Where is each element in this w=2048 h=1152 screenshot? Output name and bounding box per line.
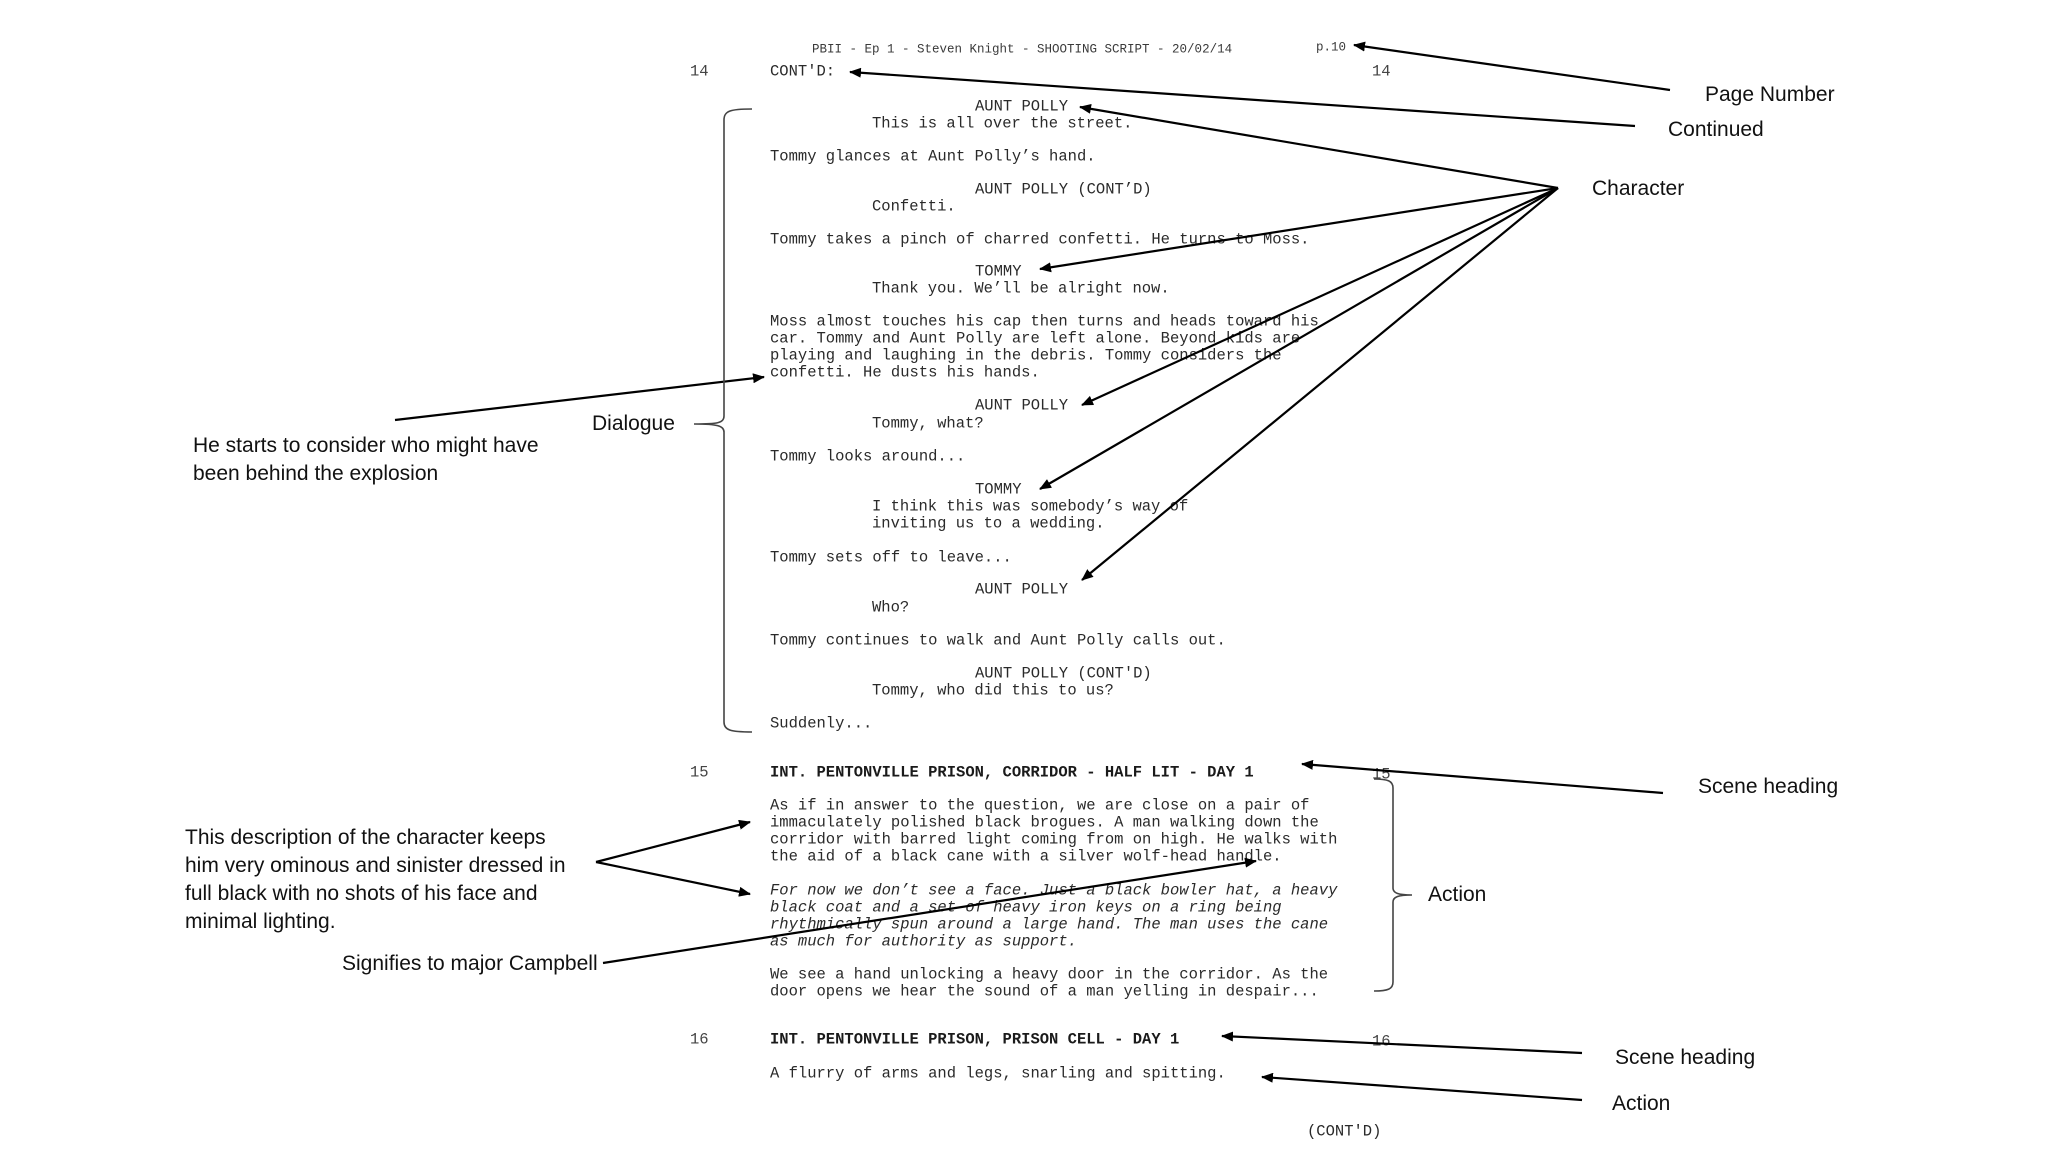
dialogue-line: Tommy, who did this to us? [872,681,1114,700]
character-cue: AUNT POLLY (CONT'D) [975,664,1152,683]
character-arrow [1039,187,1559,490]
action-line: door opens we hear the sound of a man ye… [770,982,1319,1001]
dialogue-line: I think this was somebody’s way of [872,497,1189,516]
action-line-italic: For now we don’t see a face. Just a blac… [770,881,1338,900]
character-arrow [1081,186,1559,407]
action-line: immaculately polished black brogues. A m… [770,813,1319,832]
dialogue-note-arrow [394,373,765,422]
dialogue-bracket [693,108,753,733]
character-arrow [1079,103,1559,190]
scene-heading-arrow [1301,759,1664,795]
scene-heading: INT. PENTONVILLE PRISON, CORRIDOR - HALF… [770,763,1254,782]
signifies-arrow [602,857,1257,965]
action-line: Tommy glances at Aunt Polly’s hand. [770,147,1096,166]
action-line: Tommy continues to walk and Aunt Polly c… [770,631,1226,650]
label-character: Character [1592,177,1685,200]
label-action-2: Action [1612,1092,1671,1115]
label-continued: Continued [1668,118,1764,141]
character-arrow [1081,187,1559,581]
character-cue: AUNT POLLY [975,396,1069,415]
page-number: p.10 [1316,40,1347,55]
note-character-description: This description of the character keeps … [185,826,566,933]
dialogue-line: inviting us to a wedding. [872,514,1105,533]
action-line: Suddenly... [770,714,873,733]
dialogue-line: Thank you. We’ll be alright now. [872,279,1170,298]
action-line: car. Tommy and Aunt Polly are left alone… [770,329,1301,348]
scene-number-right: 16 [1372,1032,1391,1051]
scene-heading: INT. PENTONVILLE PRISON, PRISON CELL - D… [770,1030,1180,1049]
action-line: confetti. He dusts his hands. [770,363,1040,382]
continued-arrow [849,67,1636,128]
action-line: Tommy takes a pinch of charred confetti.… [770,230,1310,249]
label-scene-heading-2: Scene heading [1615,1046,1756,1069]
note-signifies-campbell: Signifies to major Campbell [342,952,598,975]
action-line: corridor with barred light coming from o… [770,830,1338,849]
character-cue: AUNT POLLY (CONT’D) [975,180,1152,199]
script-header: PBII - Ep 1 - Steven Knight - SHOOTING S… [812,42,1233,57]
dialogue-line: Who? [872,598,910,617]
action-2-arrow [1261,1072,1583,1102]
scene-number-left: 15 [690,763,709,782]
label-page-number: Page Number [1705,83,1835,106]
action-line-italic: as much for authority as support. [770,932,1077,951]
description-arrow-upper [595,819,751,864]
action-bracket [1373,778,1413,992]
scene-heading-contd: CONT'D: [770,62,836,81]
footer-contd: (CONT'D) [1307,1122,1382,1141]
dialogue-line: Confetti. [872,197,956,216]
action-line-italic: black coat and a set of heavy iron keys … [770,898,1282,917]
action-line: Tommy sets off to leave... [770,548,1012,567]
scene-number-left: 14 [690,62,709,81]
dialogue-line: This is all over the street. [872,114,1133,133]
scene-heading-2-arrow [1221,1031,1583,1055]
character-cue: TOMMY [975,480,1022,499]
action-line: the aid of a black cane with a silver wo… [770,847,1282,866]
scene-number-right: 14 [1372,62,1391,81]
note-explosion: He starts to consider who might have bee… [193,434,539,485]
action-line: playing and laughing in the debris. Tomm… [770,346,1282,365]
character-cue: AUNT POLLY [975,97,1069,116]
character-cue: TOMMY [975,262,1022,281]
description-arrow-lower [595,860,751,897]
action-line: We see a hand unlocking a heavy door in … [770,965,1329,984]
action-line: Tommy looks around... [770,447,966,466]
label-scene-heading: Scene heading [1698,775,1839,798]
scene-number-left: 16 [690,1030,709,1049]
character-cue: AUNT POLLY [975,580,1069,599]
label-action: Action [1428,883,1487,906]
page-number-arrow [1353,41,1671,92]
action-line-italic: rhythmically spun around a large hand. T… [770,915,1329,934]
label-dialogue: Dialogue [592,412,675,435]
action-line: A flurry of arms and legs, snarling and … [770,1064,1226,1083]
dialogue-line: Tommy, what? [872,414,984,433]
action-line: Moss almost touches his cap then turns a… [770,312,1319,331]
action-line: As if in answer to the question, we are … [770,796,1310,815]
character-arrow [1039,186,1559,273]
